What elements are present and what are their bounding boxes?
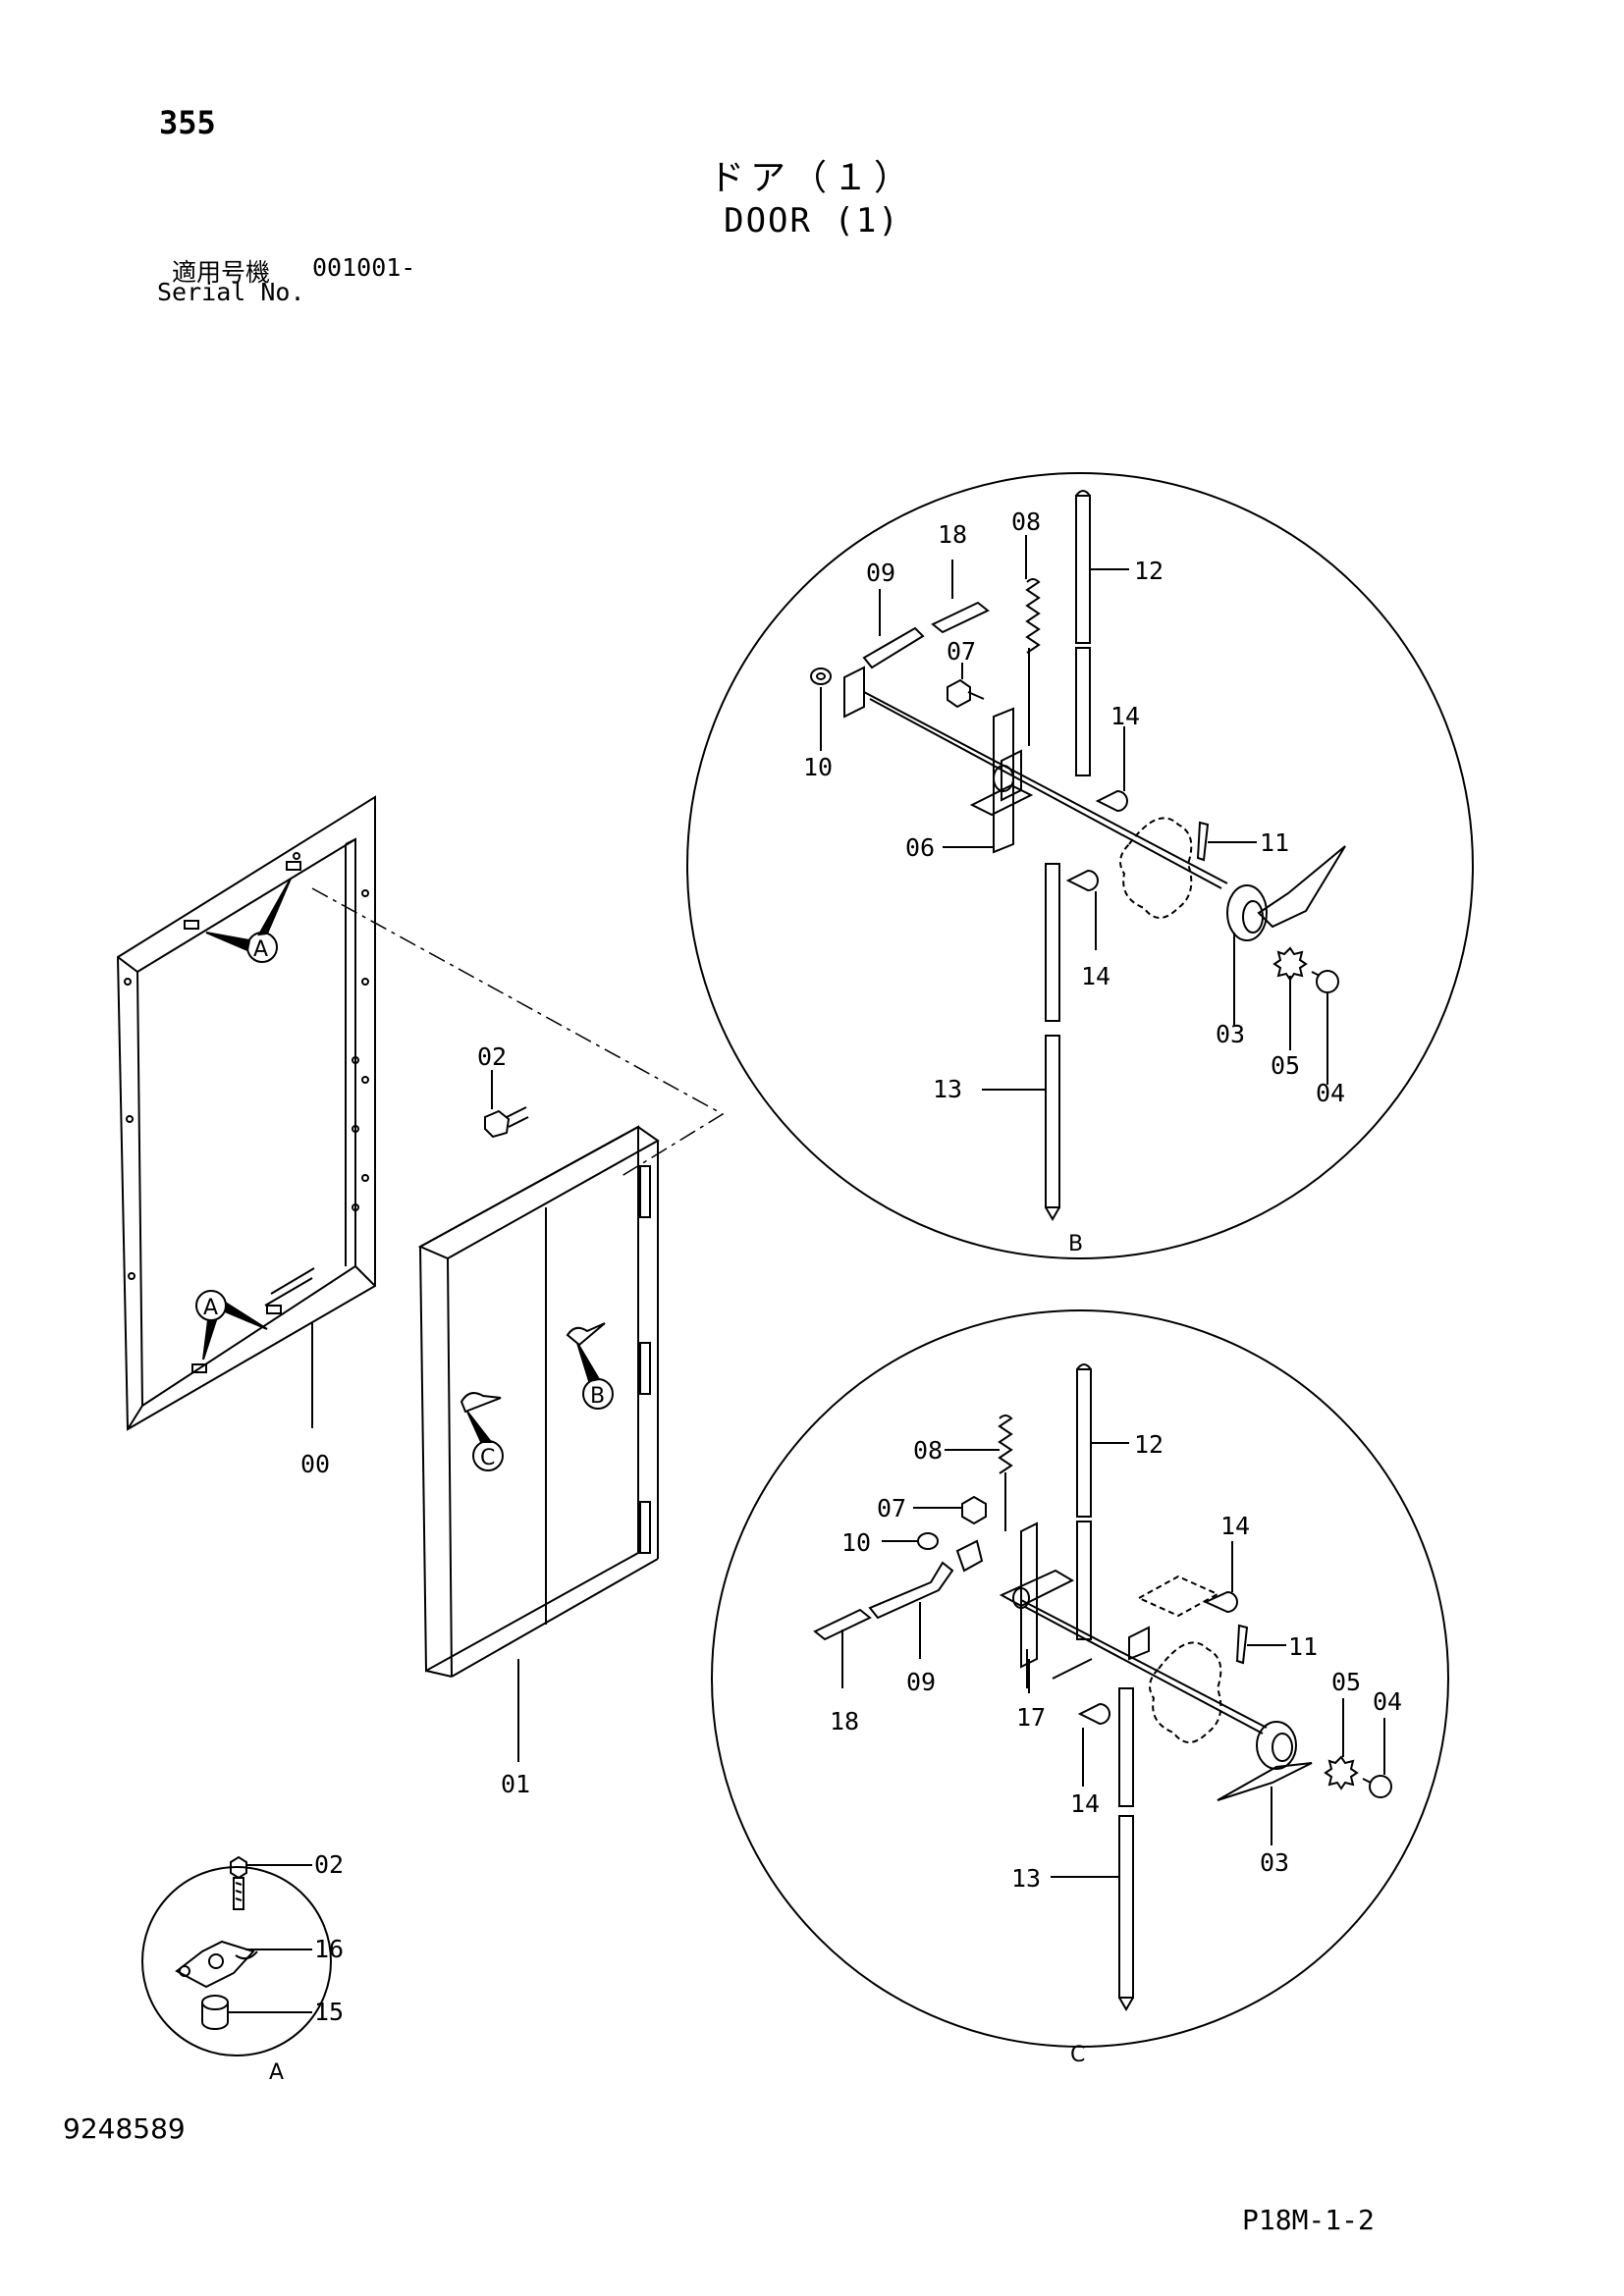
detail-b-label-18: 18 — [938, 520, 967, 549]
callout-b — [576, 1342, 614, 1410]
part-label-01: 01 — [501, 1770, 530, 1798]
detail-c-label-03: 03 — [1260, 1848, 1289, 1877]
detail-b-letter: B — [1068, 1232, 1083, 1256]
detail-b-label-06: 06 — [905, 833, 935, 862]
detail-c-label-04: 04 — [1373, 1687, 1402, 1716]
door-frame — [116, 795, 376, 1431]
detail-a-label-16: 16 — [314, 1935, 344, 1963]
document-number: 9248589 — [63, 2112, 186, 2145]
callout-a-bottom-letter: A — [203, 1296, 218, 1320]
page-title-en: DOOR (1) — [724, 201, 900, 240]
detail-c-label-05: 05 — [1331, 1668, 1361, 1696]
detail-b-label-14a: 14 — [1110, 702, 1140, 730]
detail-c-label-13: 13 — [1011, 1864, 1041, 1893]
detail-c-label-07: 07 — [877, 1494, 906, 1522]
page-code: P18M-1-2 — [1242, 2204, 1375, 2236]
detail-c-label-14a: 14 — [1220, 1512, 1250, 1540]
detail-b-label-10: 10 — [803, 753, 833, 781]
callout-a-bottom — [195, 1290, 268, 1361]
serial-value: 001001- — [312, 253, 416, 282]
detail-c-label-10: 10 — [841, 1528, 871, 1557]
detail-a — [141, 1855, 332, 2056]
detail-b-label-07: 07 — [947, 637, 976, 666]
callout-a-top — [205, 878, 292, 963]
detail-b-label-12: 12 — [1134, 557, 1164, 585]
detail-b-label-04: 04 — [1316, 1079, 1345, 1107]
detail-b-label-09: 09 — [866, 559, 895, 587]
detail-b-label-14b: 14 — [1081, 962, 1110, 990]
detail-c-label-08: 08 — [913, 1436, 943, 1465]
detail-b-label-03: 03 — [1216, 1020, 1245, 1048]
callout-c — [466, 1411, 504, 1471]
detail-c-label-17: 17 — [1016, 1703, 1046, 1732]
page-number: 355 — [159, 104, 216, 141]
detail-c-label-12: 12 — [1134, 1430, 1164, 1459]
detail-b-label-05: 05 — [1271, 1051, 1300, 1080]
detail-c-label-18: 18 — [830, 1707, 859, 1735]
detail-c-letter: C — [1070, 2043, 1085, 2067]
detail-c-label-11: 11 — [1288, 1632, 1318, 1661]
part-label-00: 00 — [300, 1450, 330, 1478]
callout-b-letter: B — [590, 1384, 605, 1409]
callout-c-letter: C — [480, 1446, 495, 1470]
serial-label-jp: 適用号機 — [172, 258, 271, 287]
detail-c-label-09: 09 — [906, 1668, 936, 1696]
serial-label-en: Serial No. — [157, 278, 305, 306]
page-title-jp: ドア（１） — [708, 158, 915, 198]
detail-a-label-02: 02 — [314, 1850, 344, 1879]
detail-b-label-11: 11 — [1260, 828, 1289, 857]
detail-c-label-14b: 14 — [1070, 1789, 1100, 1818]
callout-a-top-letter: A — [253, 937, 268, 962]
bolt-02-main — [484, 1070, 529, 1139]
part-label-02: 02 — [477, 1042, 507, 1071]
detail-b-label-08: 08 — [1011, 507, 1041, 536]
door-panel — [417, 1125, 660, 1678]
detail-b-label-13: 13 — [933, 1075, 962, 1103]
detail-a-label-15: 15 — [314, 1998, 344, 2026]
detail-a-letter: A — [269, 2060, 284, 2085]
detail-c — [711, 1309, 1449, 2048]
detail-b — [686, 472, 1474, 1259]
